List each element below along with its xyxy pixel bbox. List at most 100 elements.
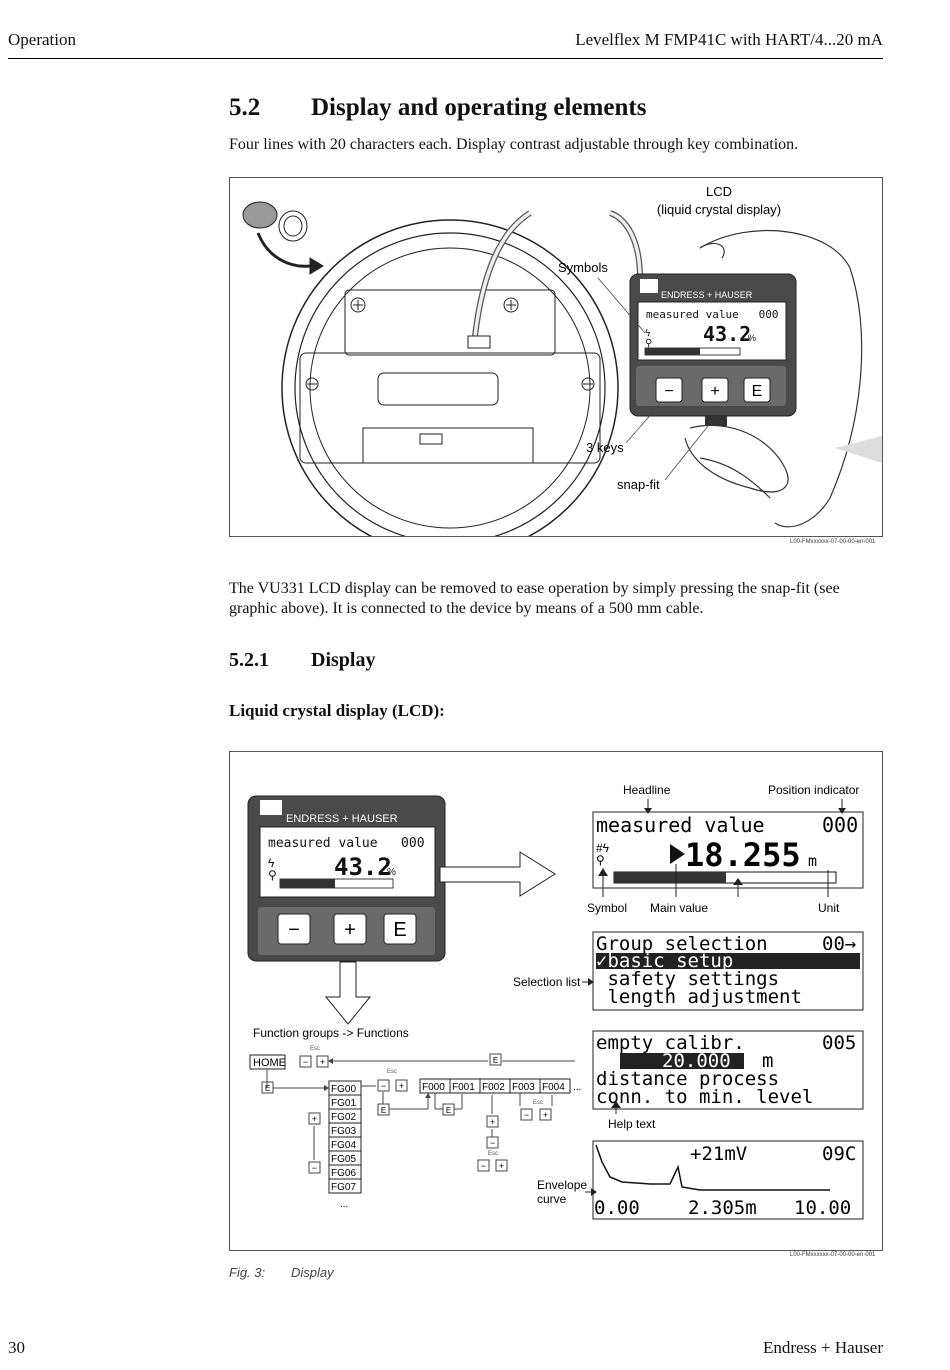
function-list: F000 F001 F002 F003 F004 ... [419,1078,581,1094]
key-e-label-2: E [393,919,406,941]
label-snapfit: snap-fit [617,477,660,492]
key-e-2[interactable] [383,913,417,945]
svg-text:+: + [543,1110,548,1120]
key-e-1[interactable] [743,377,771,403]
svg-text:+: + [490,1117,495,1127]
svg-text:E: E [265,1084,270,1093]
fg-item[interactable]: FG07 [331,1182,356,1193]
lcd-headline-2: measured value 000 [268,836,425,851]
nav-esc-label-2: Esc [387,1069,397,1075]
function-item[interactable]: F002 [482,1082,505,1093]
screen2-line1: Group selection [596,933,768,955]
key-plus-1[interactable] [701,377,729,403]
svg-text:+: + [499,1161,504,1171]
subsection-number: 5.2.1 [229,649,269,671]
svg-text:−: − [312,1163,317,1173]
key-plus-2[interactable] [333,913,367,945]
function-more: ... [573,1082,581,1093]
svg-text:+: + [312,1114,317,1124]
caption-text: Display [291,1265,334,1280]
section-title: Display and operating elements [311,94,647,121]
screen-measured-value: measured value 000 #ϟ ⚲ 18.255 m [592,811,864,889]
screen4-top: +21mV [690,1143,747,1165]
brand-label-2: ENDRESS + HAUSER [286,813,398,825]
screen3-position: 005 [822,1032,856,1054]
key-minus-label-1: − [664,383,673,400]
fg-item[interactable]: FG05 [331,1154,356,1165]
screen-group-selection: Group selection 00→ ✓basic setup safety … [592,931,864,1011]
function-item[interactable]: F003 [512,1082,535,1093]
screen3-unit: m [762,1050,773,1072]
svg-text:⚲: ⚲ [268,868,277,882]
label-main-value: Main value [650,901,708,915]
footer-brand: Endress + Hauser [762,1338,883,1357]
screen4-position: 09C [822,1143,856,1165]
svg-text:E: E [381,1106,386,1115]
fg-item[interactable]: FG00 [331,1084,356,1095]
label-position: Position indicator [768,783,859,797]
header-section: Operation [8,30,76,49]
function-item[interactable]: F004 [542,1082,565,1093]
function-item[interactable]: F001 [452,1082,475,1093]
figure1-id: L00-FMxxxxxx-07-00-00-en-001 [790,539,876,545]
screen4-left: 0.00 [594,1197,640,1219]
svg-text:#ϟ: #ϟ [596,841,610,855]
body-paragraph: The VU331 LCD display can be removed to … [229,580,840,617]
caption-number: Fig. 3: [229,1265,266,1280]
display-module-1: ENDRESS + HAUSER measured value 000 43.2… [629,273,797,426]
figure-caption: Fig. 3: Display [229,1265,334,1280]
screen1-headline: measured value [596,813,765,837]
label-curve: curve [537,1192,567,1206]
arrow-to-screens [439,851,556,897]
key-e-label-1: E [752,383,763,400]
key-minus-1[interactable] [655,377,683,403]
key-minus-2[interactable] [277,913,311,945]
key-plus-label-2: + [344,919,356,941]
nav-esc-label-1: Esc [310,1046,320,1052]
subheading-lcd: Liquid crystal display (LCD): [229,701,445,720]
screen-envelope-curve: +21mV 09C 0.00 2.305m 10.00 [592,1140,864,1220]
header-product: Levelflex M FMP41C with HART/4...20 mA [575,30,883,49]
svg-text:ϟ: ϟ [645,328,651,339]
screen1-position: 000 [822,813,858,837]
svg-text:⚲: ⚲ [596,853,605,867]
label-envelope: Envelope [537,1178,587,1192]
section-number: 5.2 [229,94,261,121]
subsection-title: Display [311,649,376,671]
brand-label-1: ENDRESS + HAUSER [661,290,753,300]
fg-item[interactable]: FG02 [331,1112,356,1123]
figure2-id: L00-FMxxxxxx-07-00-00-en-001 [790,1252,876,1258]
svg-text:E: E [446,1106,451,1115]
function-item[interactable]: F000 [422,1082,445,1093]
lcd-value-1: 43.2 [703,322,751,346]
section-intro: Four lines with 20 characters each. Disp… [229,136,799,153]
screen3-line1: empty calibr. [596,1032,745,1054]
lcd-unit-2: % [387,867,396,878]
svg-text:−: − [524,1110,529,1120]
display-module-2: ENDRESS + HAUSER measured value 000 43.2… [247,795,446,962]
label-symbols: Symbols [558,260,608,275]
svg-text:+: + [320,1057,325,1067]
fg-item[interactable]: FG01 [331,1098,356,1109]
screen2-line3: safety settings [596,968,779,990]
svg-text:⚲: ⚲ [645,338,652,349]
fg-item[interactable]: FG06 [331,1168,356,1179]
section-heading: 5.2 Display and operating elements [229,94,646,122]
nav-esc-label-3: Esc [488,1151,498,1157]
label-lcd: LCD [706,184,732,199]
page-number: 30 [8,1338,25,1357]
screen2-position: 00→ [822,933,856,955]
fg-item[interactable]: FG03 [331,1126,356,1137]
label-keys: 3 keys [586,440,624,455]
fg-item[interactable]: FG04 [331,1140,356,1151]
label-function-groups: Function groups -> Functions [253,1026,409,1040]
screen2-line4: length adjustment [596,986,802,1008]
screen1-value: 18.255 [685,836,801,874]
nav-home-label: HOME [253,1057,286,1069]
label-selection-list: Selection list [513,975,581,989]
lcd-headline-1: measured value 000 [646,308,778,321]
hand-illustration [608,210,882,528]
figure-display-module: ENDRESS + HAUSER measured value 000 43.2… [229,177,883,557]
screen2-line2: ✓basic setup [596,950,733,972]
svg-text:−: − [303,1057,308,1067]
